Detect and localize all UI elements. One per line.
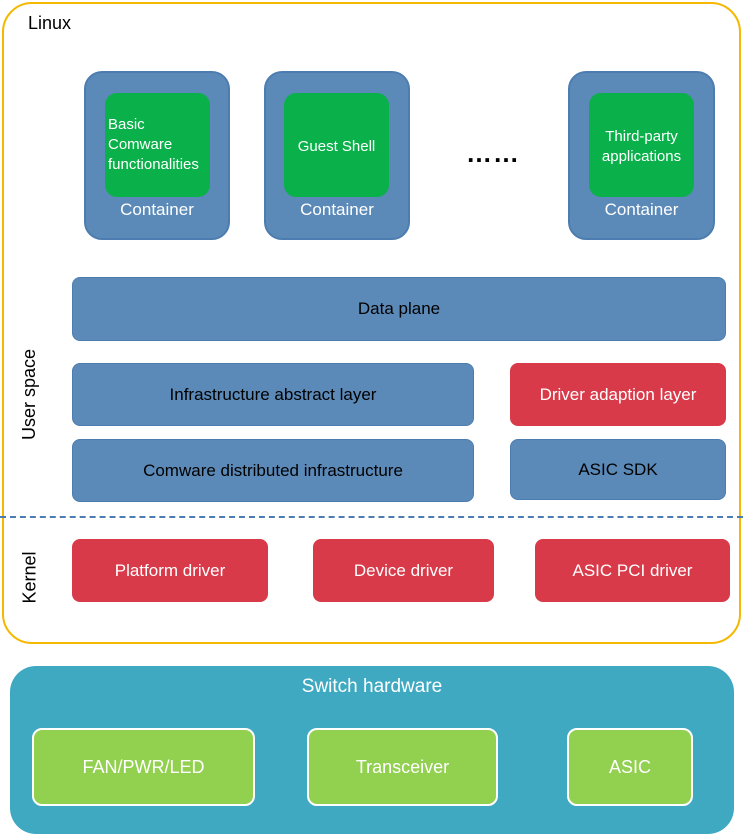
container-label-3: Container	[604, 200, 679, 219]
user-space-label-wrap: User space	[0, 348, 90, 439]
data-plane-label: Data plane	[357, 299, 441, 318]
driver-adaption-label: Driver adaption layer	[539, 384, 697, 404]
asic-sdk-label: ASIC SDK	[578, 459, 658, 479]
hardware-asic: ASIC	[567, 728, 693, 806]
device-driver-label: Device driver	[353, 560, 454, 580]
platform-driver-label: Platform driver	[114, 560, 226, 580]
infrastructure-abstract-label: Infrastructure abstract layer	[169, 384, 377, 404]
hardware-asic-label: ASIC	[608, 756, 651, 777]
asic-sdk-layer: ASIC SDK	[510, 439, 726, 500]
container-label-1: Container	[120, 200, 194, 219]
app-basic-comware-label: Basic Comware functionalities	[108, 116, 199, 173]
device-driver: Device driver	[313, 539, 494, 602]
comware-distributed-layer: Comware distributed infrastructure	[72, 439, 474, 502]
app-guest-shell: Guest Shell	[284, 93, 389, 197]
app-guest-shell-label: Guest Shell	[297, 138, 376, 155]
hardware-fan-pwr-led-label: FAN/PWR/LED	[82, 756, 205, 777]
asic-pci-driver-label: ASIC PCI driver	[572, 560, 693, 580]
app-basic-comware: Basic Comware functionalities	[105, 93, 210, 197]
platform-driver: Platform driver	[72, 539, 268, 602]
app-third-party: Third-party applications	[589, 93, 694, 197]
hardware-transceiver: Transceiver	[307, 728, 498, 806]
switch-hardware-title: Switch hardware	[301, 676, 443, 697]
container-label-2: Container	[300, 200, 374, 219]
ellipsis: ……	[466, 138, 520, 168]
hardware-fan-pwr-led: FAN/PWR/LED	[32, 728, 255, 806]
user-space-label: User space	[19, 348, 40, 440]
asic-pci-driver: ASIC PCI driver	[535, 539, 730, 602]
linux-label: Linux	[28, 13, 72, 33]
kernel-label-wrap: Kernel	[0, 551, 70, 603]
app-third-party-label: Third-party applications	[601, 128, 682, 165]
comware-distributed-label: Comware distributed infrastructure	[143, 460, 403, 480]
kernel-label: Kernel	[19, 550, 40, 604]
infrastructure-abstract-layer: Infrastructure abstract layer	[72, 363, 474, 426]
data-plane-layer: Data plane	[72, 277, 726, 341]
hardware-transceiver-label: Transceiver	[355, 756, 450, 777]
user-kernel-divider	[0, 516, 743, 518]
driver-adaption-layer: Driver adaption layer	[510, 363, 726, 426]
